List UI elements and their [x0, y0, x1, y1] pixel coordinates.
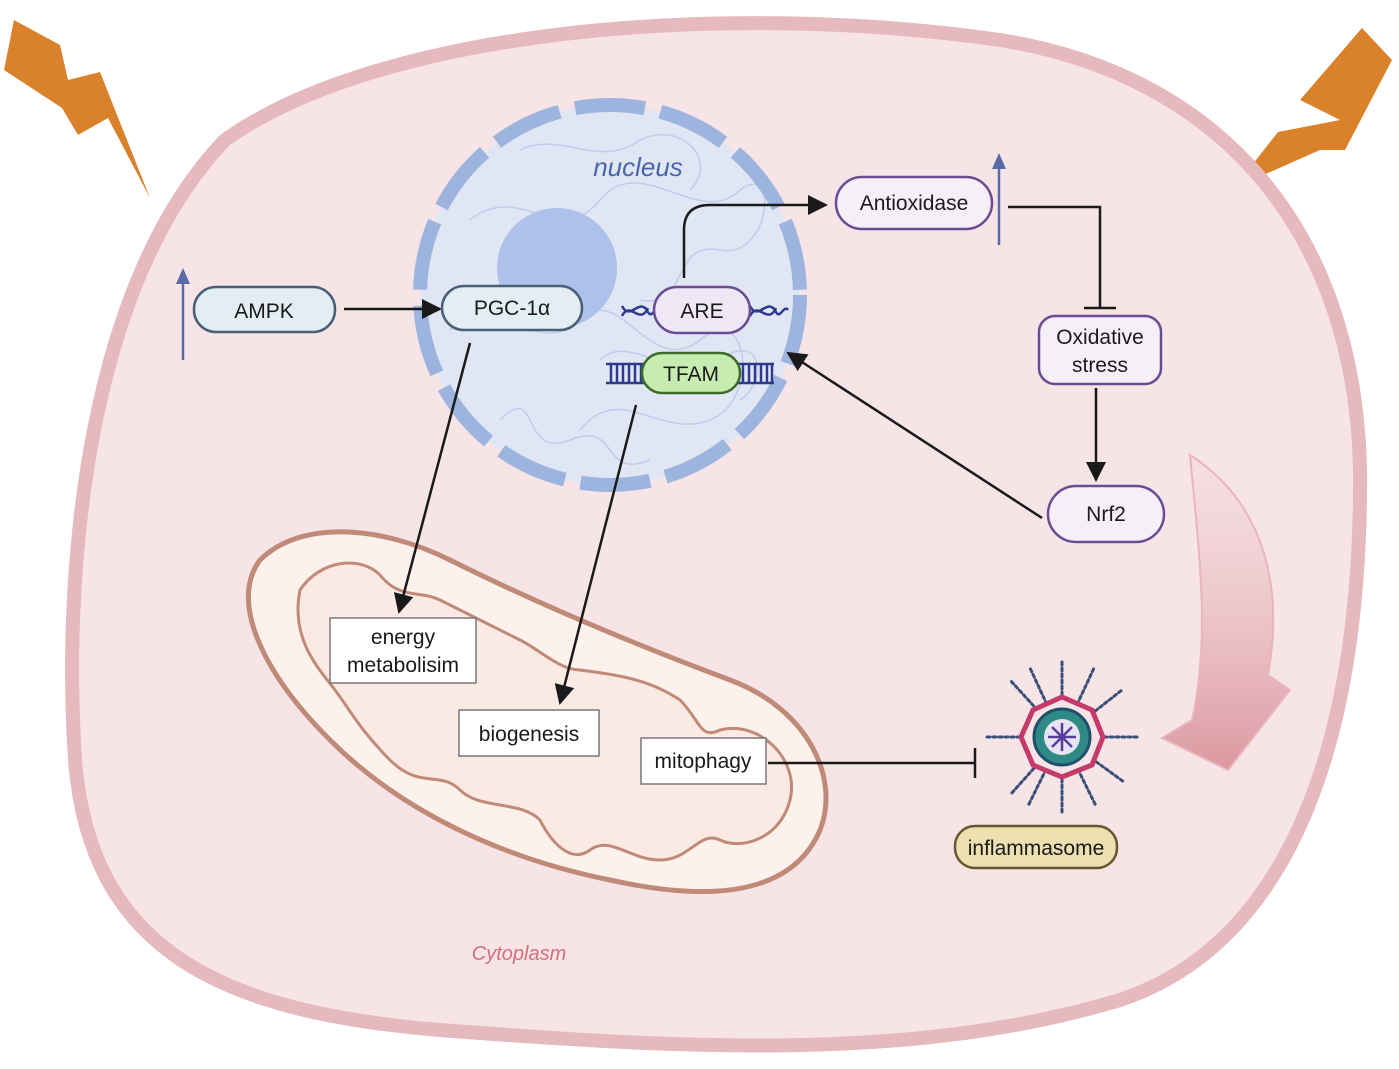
- ampk-label: AMPK: [234, 300, 294, 323]
- nrf2-label: Nrf2: [1086, 503, 1126, 526]
- energy-label-line1: energy: [371, 626, 436, 649]
- node-ampk: AMPK: [192, 285, 337, 334]
- connector-arrows: [344, 195, 1116, 778]
- cytoplasm-label: Cytoplasm: [472, 943, 566, 965]
- lightning-bolt-icon: [4, 20, 150, 198]
- node-antioxidase: Antioxidase: [834, 175, 994, 231]
- inflammasome-label: inflammasome: [968, 837, 1105, 860]
- node-oxidative-stress: Oxidative stress: [1037, 314, 1163, 386]
- oxidative-label-line2: stress: [1072, 354, 1128, 377]
- inflammasome-icon: [984, 660, 1142, 814]
- oxidative-label-line1: Oxidative: [1056, 326, 1144, 349]
- box-mitophagy: mitophagy: [640, 737, 767, 785]
- pgc1a-label: PGC-1α: [474, 297, 550, 320]
- mitophagy-label: mitophagy: [655, 750, 752, 773]
- box-energy-metabolism: energy metabolisim: [329, 617, 477, 684]
- node-tfam: TFAM: [640, 351, 742, 395]
- biogenesis-label: biogenesis: [479, 723, 579, 746]
- up-arrow-icon: [992, 153, 1006, 245]
- lightning-bolt-icon: [1234, 28, 1392, 188]
- box-biogenesis: biogenesis: [458, 709, 600, 757]
- antioxidase-label: Antioxidase: [860, 192, 969, 215]
- are-label: ARE: [680, 300, 723, 323]
- up-arrow-icon: [176, 268, 190, 360]
- tfam-label: TFAM: [663, 363, 719, 386]
- node-pgc1a: PGC-1α: [440, 284, 584, 332]
- node-nrf2: Nrf2: [1046, 484, 1166, 544]
- nucleus-label: nucleus: [593, 152, 683, 182]
- node-are: ARE: [652, 285, 752, 335]
- dna-ladder-icon: [606, 362, 774, 385]
- node-inflammasome: inflammasome: [953, 824, 1119, 870]
- energy-label-line2: metabolisim: [347, 654, 459, 677]
- curved-arrow-icon: [1159, 453, 1292, 772]
